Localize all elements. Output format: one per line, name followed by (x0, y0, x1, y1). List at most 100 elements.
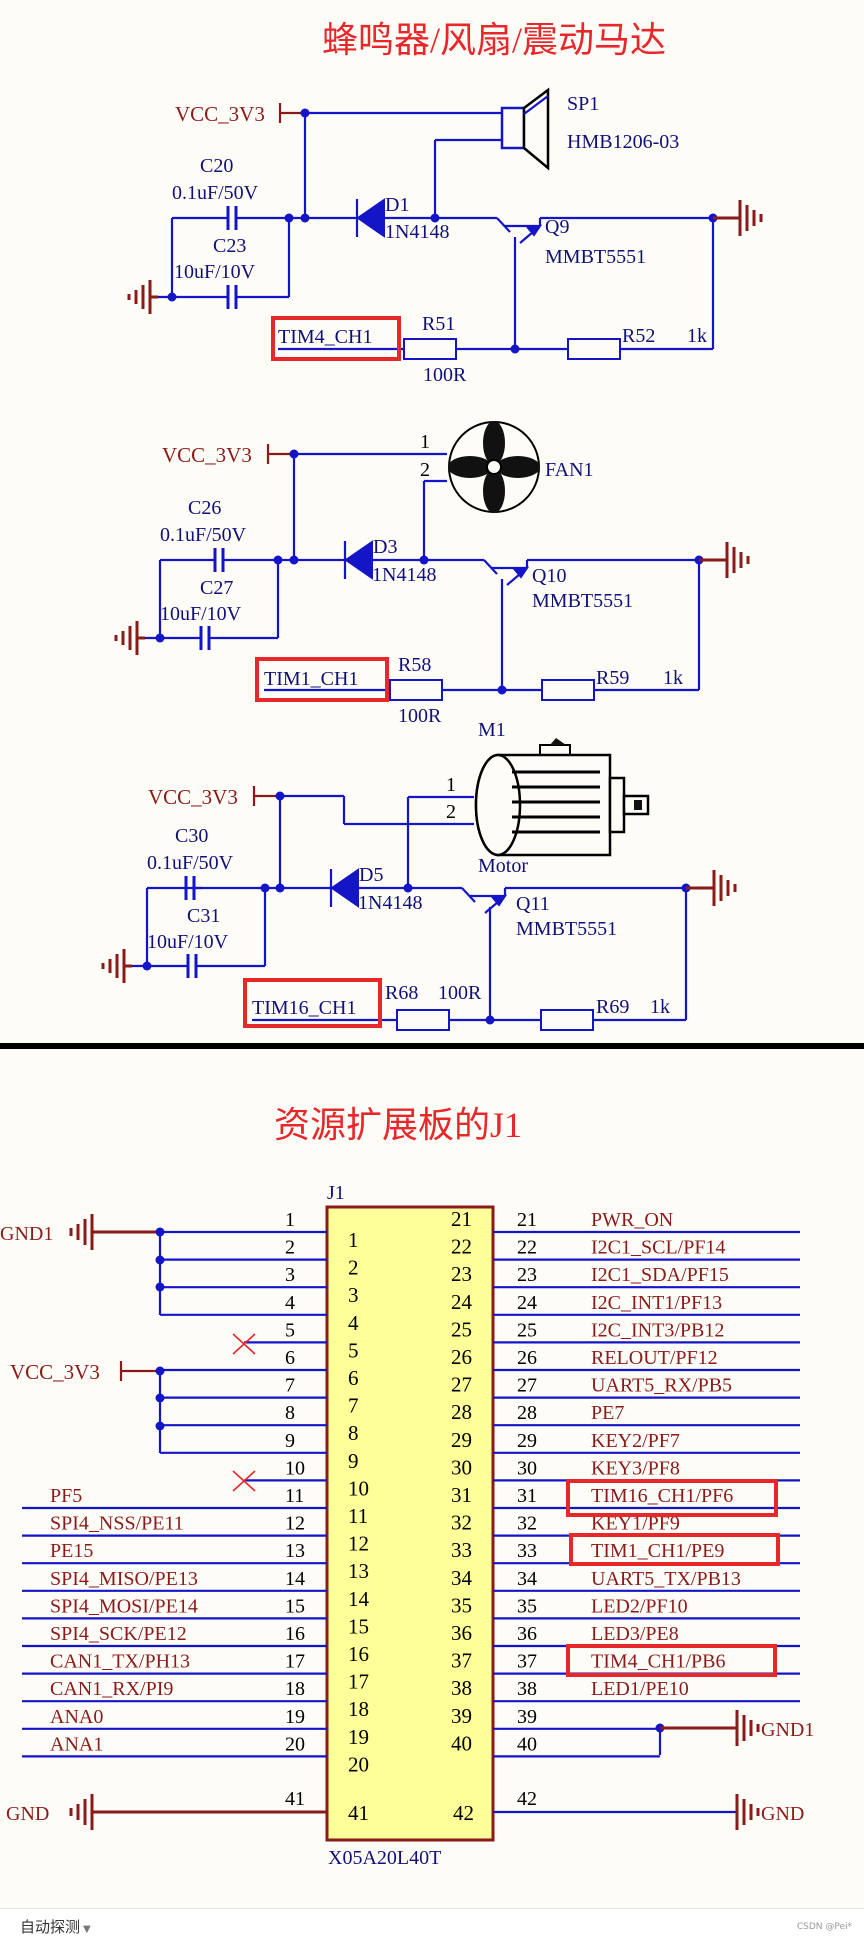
highlight-tim1-ch1-pe9 (569, 1533, 780, 1566)
pin-inner-left: 12 (348, 1532, 369, 1556)
gnd1-right-label: GND1 (761, 1719, 814, 1741)
net-label-left: PE15 (50, 1540, 93, 1562)
net-tim4-ch1: TIM4_CH1 (278, 326, 372, 348)
pin-inner-right: 36 (451, 1621, 472, 1645)
pin-inner-left: 10 (348, 1476, 369, 1500)
pin-inner-right: 38 (451, 1676, 472, 1700)
res-r68-value: 100R (438, 982, 482, 1004)
speaker-part: HMB1206-03 (567, 131, 679, 153)
net-label-right: UART5_TX/PB13 (591, 1568, 741, 1590)
pin-inner-left: 11 (348, 1504, 368, 1528)
transistor-q10-label: Q10 (532, 565, 566, 587)
pin-number-left: 18 (285, 1678, 305, 1700)
motor-ref: M1 (478, 719, 506, 741)
net-label-right: KEY1/PF9 (591, 1513, 680, 1535)
cap-c20-value: 0.1uF/50V (172, 182, 259, 204)
highlight-tim1-ch1 (255, 657, 389, 702)
pin-number-right: 39 (517, 1706, 537, 1728)
diode-d3-part: 1N4148 (372, 564, 436, 586)
transistor-q9-part: MMBT5551 (545, 246, 646, 268)
res-r51-label: R51 (422, 313, 455, 335)
pin-number-right: 34 (517, 1568, 537, 1590)
pin-number-right: 37 (517, 1651, 537, 1673)
transistor-q10-part: MMBT5551 (532, 590, 633, 612)
transistor-q11-part: MMBT5551 (516, 918, 617, 940)
net-label-right: RELOUT/PF12 (591, 1347, 718, 1369)
cap-c23-label: C23 (213, 235, 246, 257)
fan-pin2: 2 (420, 459, 430, 481)
pin-inner-left: 20 (348, 1752, 369, 1776)
pin-inner-right: 29 (451, 1428, 472, 1452)
speaker-ref: SP1 (567, 93, 599, 115)
auto-detect-menu[interactable]: 自动探测▼ (20, 1916, 91, 1937)
net-label-right: I2C1_SCL/PF14 (591, 1237, 725, 1259)
pin-inner-left: 2 (348, 1256, 359, 1280)
pin-inner-left: 7 (348, 1394, 359, 1418)
pin-number-right: 38 (517, 1678, 537, 1700)
pin-inner-right: 32 (451, 1511, 472, 1535)
pin-number-left: 11 (285, 1485, 304, 1507)
net-label-right: KEY3/PF8 (591, 1457, 680, 1479)
pin-inner-left: 15 (348, 1614, 369, 1638)
pin-inner-right: 22 (451, 1235, 472, 1259)
pin-inner-right: 21 (451, 1207, 472, 1231)
net-label-left: CAN1_RX/PI9 (50, 1678, 173, 1700)
cap-c26-value: 0.1uF/50V (160, 524, 247, 546)
fan-circuit: VCC_3V3 1 2 FAN1 C26 0.1uF/50V C27 10uF/… (114, 421, 750, 727)
net-label-right: LED2/PF10 (591, 1595, 688, 1617)
pin-number-right: 22 (517, 1237, 537, 1259)
net-label-right: PWR_ON (591, 1209, 673, 1231)
gnd1-left-symbol: GND1 (0, 1214, 165, 1315)
pin-number-right: 40 (517, 1733, 537, 1755)
pin-number-right: 31 (517, 1485, 537, 1507)
res-r59-label: R59 (596, 667, 629, 689)
pin-number-left: 19 (285, 1706, 305, 1728)
diode-d3-label: D3 (373, 536, 397, 558)
res-r58-value: 100R (398, 705, 442, 727)
vcc-label: VCC_3V3 (175, 102, 265, 126)
net-tim1-ch1: TIM1_CH1 (264, 668, 358, 690)
pin-number-left: 9 (285, 1430, 295, 1452)
cap-c20-label: C20 (200, 155, 233, 177)
watermark-text: CSDN @Pei* (796, 1922, 852, 1932)
net-label-right: UART5_RX/PB5 (591, 1375, 732, 1397)
pin-number-right: 29 (517, 1430, 537, 1452)
highlight-tim16-ch1-pf6 (566, 1479, 778, 1517)
pin-inner-right: 28 (451, 1400, 472, 1424)
cap-c23-value: 10uF/10V (174, 261, 256, 283)
pin-inner-right: 34 (451, 1566, 473, 1590)
pin-inner-right: 31 (451, 1483, 472, 1507)
gnd-pin41-symbol: GND 41 41 (6, 1788, 369, 1830)
pin-number-right: 21 (517, 1209, 537, 1231)
cap-c27-label: C27 (200, 577, 233, 599)
cap-c27-value: 10uF/10V (160, 603, 242, 625)
pin-number-right: 32 (517, 1513, 537, 1535)
net-label-left: CAN1_TX/PH13 (50, 1651, 190, 1673)
pin-number-right: 26 (517, 1347, 537, 1369)
pin-number-left: 12 (285, 1513, 305, 1535)
cap-c30-value: 0.1uF/50V (147, 852, 234, 874)
pin-number-right: 33 (517, 1540, 537, 1562)
auto-detect-label: 自动探测 (20, 1918, 81, 1936)
res-r58-label: R58 (398, 654, 431, 676)
chevron-down-icon: ▼ (83, 1924, 91, 1935)
vcc-label: VCC_3V3 (162, 443, 252, 467)
pin-number-left: 1 (285, 1209, 295, 1231)
pin-41-num: 41 (285, 1788, 305, 1810)
pin-number-left: 5 (285, 1319, 295, 1341)
pin-number-right: 30 (517, 1457, 537, 1479)
pin-number-right: 36 (517, 1623, 537, 1645)
vcc-left-symbol: VCC_3V3 (10, 1360, 165, 1453)
fan-icon (448, 421, 540, 513)
pin-inner-right: 23 (451, 1262, 472, 1286)
pin-inner-left: 9 (348, 1449, 359, 1473)
pin-42-inner: 42 (453, 1801, 474, 1825)
res-r69-value: 1k (650, 996, 670, 1018)
gnd-left-label: GND (6, 1803, 49, 1825)
net-label-left: SPI4_SCK/PE12 (50, 1623, 187, 1645)
pin-number-right: 24 (517, 1292, 537, 1314)
motor-circuit: M1 VCC_3V3 1 2 Motor C30 (101, 719, 737, 1031)
vcc-label: VCC_3V3 (148, 785, 238, 809)
cap-c30-label: C30 (175, 825, 208, 847)
